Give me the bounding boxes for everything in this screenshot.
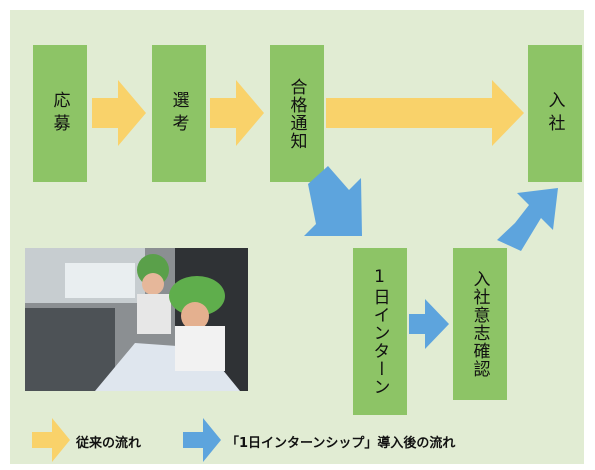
step-label-goukaku: 合格通知 bbox=[286, 77, 307, 150]
step-box-nyusha: 入社 bbox=[528, 45, 582, 182]
step-label-senkou: 選考 bbox=[168, 90, 189, 137]
step-label-internship: 1日インターン bbox=[369, 267, 390, 396]
arrow-kakunin-to-nyusha bbox=[497, 188, 558, 251]
step-box-goukaku: 合格通知 bbox=[270, 45, 324, 182]
internship-photo bbox=[25, 248, 248, 391]
step-label-nyusha: 入社 bbox=[544, 90, 565, 137]
step-label-oubo: 応募 bbox=[49, 90, 70, 137]
step-box-internship: 1日インターン bbox=[353, 248, 407, 415]
arrow-goukaku-to-nyusha bbox=[326, 80, 524, 146]
step-box-kakunin: 入社意志確認 bbox=[453, 248, 507, 400]
legend-arrow-traditional bbox=[32, 418, 70, 462]
legend-label-internship: 「1日インターンシップ」導入後の流れ bbox=[226, 436, 456, 451]
arrow-goukaku-to-internship bbox=[304, 166, 362, 236]
legend-label-traditional: 従来の流れ bbox=[76, 436, 142, 451]
step-label-kakunin: 入社意志確認 bbox=[469, 270, 490, 378]
arrow-senkou-to-goukaku bbox=[210, 80, 264, 146]
step-box-oubo: 応募 bbox=[33, 45, 87, 182]
step-box-senkou: 選考 bbox=[152, 45, 206, 182]
arrow-internship-to-kakunin bbox=[409, 299, 449, 349]
photo-image bbox=[25, 248, 248, 391]
legend-arrow-internship bbox=[183, 418, 221, 462]
arrow-oubo-to-senkou bbox=[92, 80, 146, 146]
